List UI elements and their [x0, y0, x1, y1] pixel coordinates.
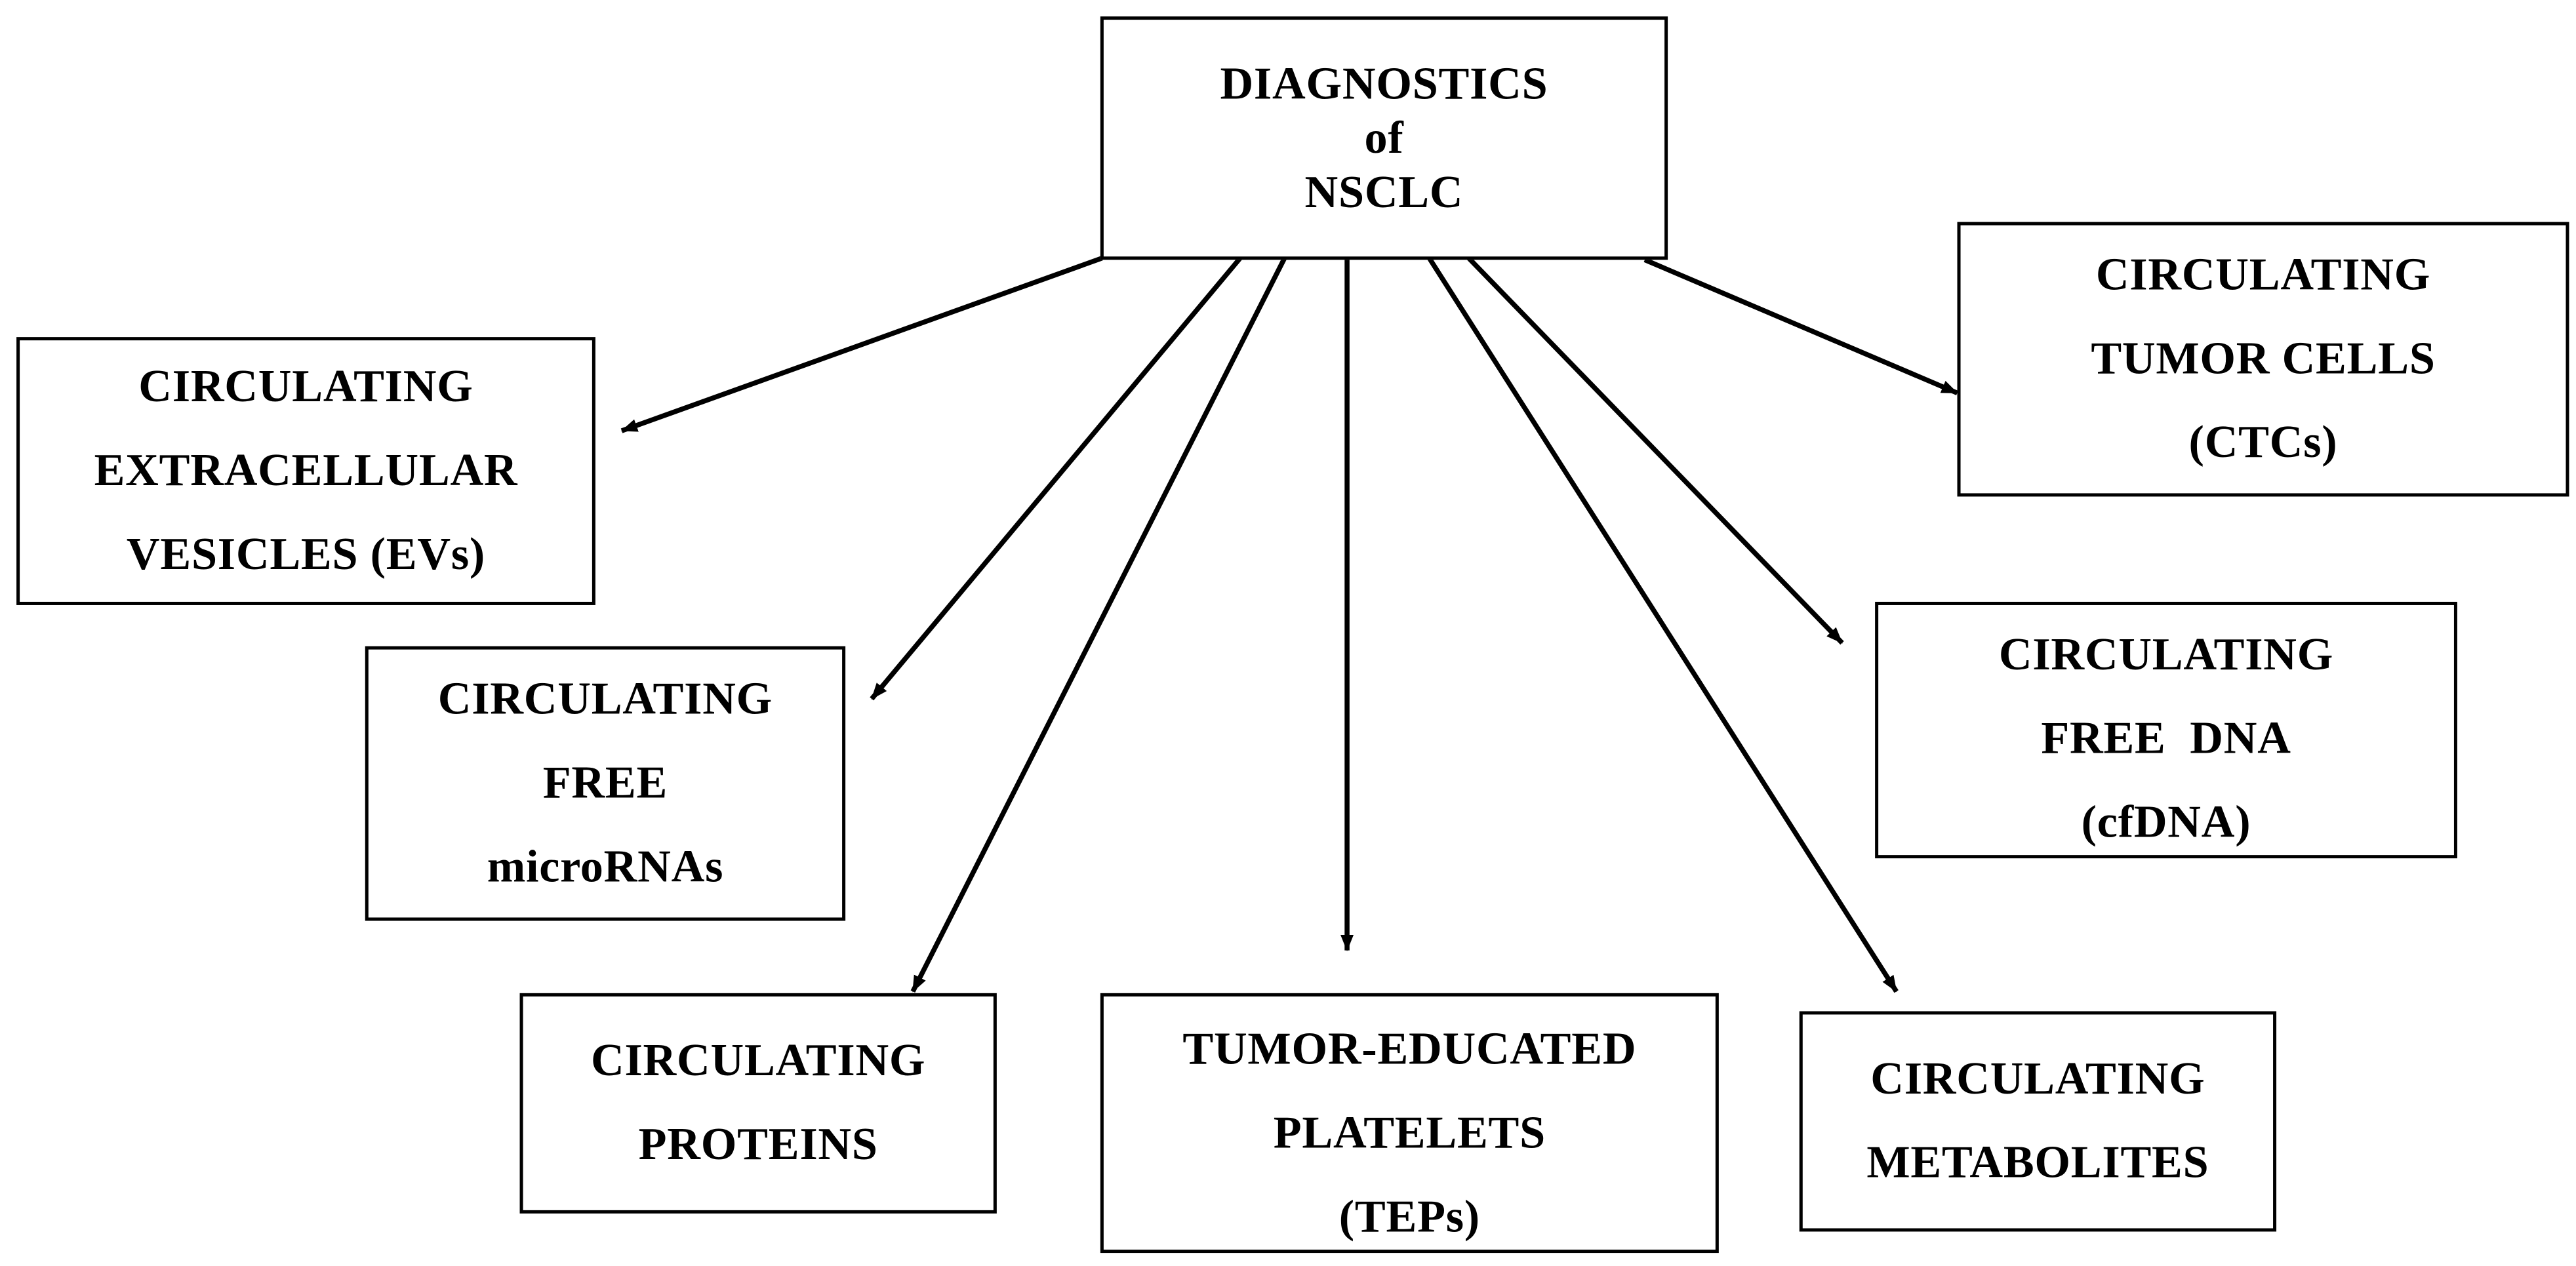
node-free-dna: CIRCULATING FREE DNA (cfDNA): [1875, 601, 2457, 859]
root-line-3: NSCLC: [1304, 167, 1464, 218]
metabolites-line-2: METABOLITES: [1866, 1137, 2209, 1189]
metabolites-line-1: CIRCULATING: [1870, 1054, 2205, 1105]
cfdna-line-2: FREE DNA: [2041, 713, 2291, 765]
arrow-to-free-micrornas: [870, 256, 1242, 701]
proteins-line-2: PROTEINS: [638, 1119, 878, 1171]
arrow-to-tumor-cells: [1643, 257, 1958, 395]
ev-line-2: EXTRACELLULAR: [94, 445, 518, 497]
ctc-line-1: CIRCULATING: [2095, 250, 2431, 301]
node-tumor-cells: CIRCULATING TUMOR CELLS (CTCs): [1957, 222, 2569, 497]
cfdna-line-1: CIRCULATING: [1998, 629, 2334, 681]
root-line-1: DIAGNOSTICS: [1220, 58, 1548, 109]
tep-line-2: PLATELETS: [1273, 1108, 1546, 1160]
ev-line-1: CIRCULATING: [138, 361, 473, 413]
node-metabolites: CIRCULATING METABOLITES: [1799, 1011, 2277, 1232]
arrow-to-metabolites: [1427, 256, 1899, 993]
node-proteins: CIRCULATING PROTEINS: [519, 993, 997, 1214]
root-node-diagnostics: DIAGNOSTICS of NSCLC: [1100, 16, 1668, 260]
node-tumor-educated-platelets: TUMOR-EDUCATED PLATELETS (TEPs): [1100, 993, 1719, 1254]
root-line-2: of: [1364, 112, 1404, 164]
proteins-line-1: CIRCULATING: [590, 1036, 926, 1087]
mirna-line-3: microRNAs: [487, 842, 724, 893]
ev-line-3: VESICLES (EVs): [126, 529, 486, 581]
ctc-line-2: TUMOR CELLS: [2091, 334, 2436, 385]
mirna-line-1: CIRCULATING: [437, 674, 773, 726]
tep-line-3: (TEPs): [1338, 1192, 1480, 1244]
tep-line-1: TUMOR-EDUCATED: [1182, 1024, 1637, 1076]
mirna-line-2: FREE: [542, 758, 668, 809]
arrow-to-free-dna: [1466, 256, 1844, 645]
node-extracellular-vesicles: CIRCULATING EXTRACELLULAR VESICLES (EVs): [16, 337, 595, 605]
cfdna-line-3: (cfDNA): [2081, 797, 2251, 849]
ctc-line-3: (CTCs): [2188, 418, 2338, 469]
arrow-to-proteins: [910, 257, 1287, 993]
arrow-to-extracellular-vesicles: [620, 256, 1103, 433]
node-free-micrornas: CIRCULATING FREE microRNAs: [365, 646, 846, 921]
